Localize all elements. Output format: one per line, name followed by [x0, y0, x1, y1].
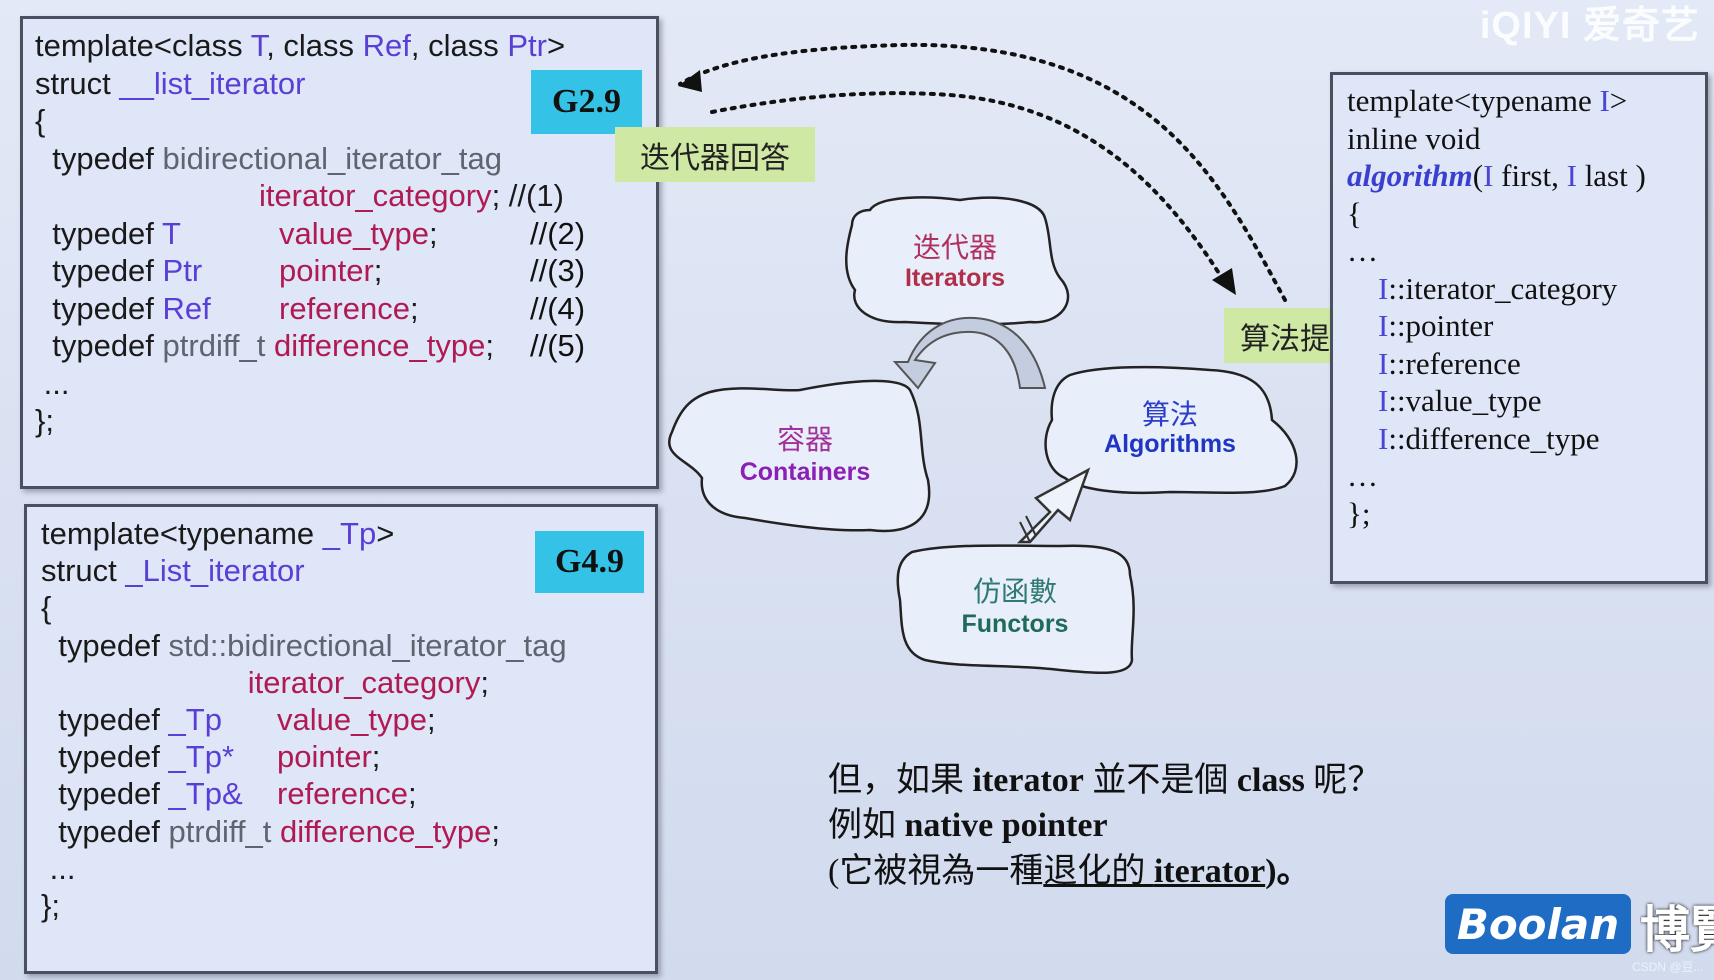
g29-comment: //(3): [530, 253, 586, 288]
g49-code-line: ...: [41, 850, 76, 886]
g49-code-line: };: [41, 888, 60, 923]
algorithm-code-line: template<typename I>: [1347, 83, 1628, 118]
g29-code-line: {: [35, 103, 46, 138]
containers-en-label: Containers: [739, 458, 871, 486]
g29-comment: //(2): [530, 215, 586, 251]
algorithm-code-line: I::pointer: [1347, 308, 1494, 343]
algorithm-code-line: algorithm(I first, I last ): [1347, 158, 1646, 193]
g49-code-line: typedef ptrdiff_t difference_type;: [41, 813, 501, 849]
algorithm-code-line: I::iterator_category: [1347, 270, 1618, 306]
g29-version-badge: G2.9: [531, 70, 642, 134]
curved-arrow-icon: [892, 316, 1047, 390]
g29-code-line: struct __list_iterator: [35, 65, 306, 101]
iterator-answer-tag: 迭代器回答: [615, 127, 815, 182]
g49-code-line: typedef _Tp: [41, 702, 222, 737]
algorithms-en-label: Algorithms: [1104, 430, 1236, 458]
g29-typedef-name: reference;: [279, 290, 419, 326]
algorithm-code-line: …: [1347, 458, 1378, 493]
csdn-footer: CSDN @豆...: [1632, 960, 1704, 974]
algorithm-code-line: {: [1347, 195, 1362, 231]
algorithm-code-line: };: [1347, 495, 1371, 531]
g49-typedef-name: reference;: [277, 776, 417, 812]
question-line-3: (它被視為一種退化的 iterator)。: [828, 853, 1311, 890]
answer-arrow-head: [678, 70, 702, 92]
g29-comment: //(5): [530, 328, 586, 363]
g29-code-line: typedef Ptr: [35, 253, 203, 288]
functors-en-label: Functors: [961, 610, 1069, 638]
g49-code-line: template<typename _Tp>: [41, 516, 395, 551]
algorithm-code-line: I::difference_type: [1347, 420, 1600, 456]
algorithm-code-line: inline void: [1347, 120, 1481, 156]
block-arrow-icon: [1016, 467, 1091, 544]
g49-typedef-name: pointer;: [277, 739, 381, 775]
g29-comment: //(4): [530, 290, 586, 326]
boolan-logo: Boolan: [1445, 894, 1631, 954]
g29-typedef-name: pointer;: [279, 253, 383, 288]
g49-code-line: typedef _Tp*: [41, 739, 235, 775]
question-line-1: 但，如果 iterator 並不是個 class 呢？: [828, 762, 1382, 799]
functors-cn-label: 仿函數: [972, 575, 1057, 608]
g49-code-line: typedef _Tp&: [41, 776, 243, 812]
g29-code-box: template<class T, class Ref, class Ptr>s…: [20, 16, 659, 489]
brand-side-text: 博覽: [1640, 900, 1714, 959]
ask-arrow-head: [1212, 268, 1236, 295]
g29-code-line: template<class T, class Ref, class Ptr>: [35, 28, 566, 63]
g29-code-line: };: [35, 403, 54, 438]
iterators-cn-label: 迭代器: [912, 231, 997, 264]
g29-code-line: typedef bidirectional_iterator_tag: [35, 140, 503, 176]
algorithm-code-line: …: [1347, 233, 1378, 268]
g49-code-line: typedef std::bidirectional_iterator_tag: [41, 627, 567, 663]
g49-code-line: {: [41, 590, 52, 626]
g29-code-line: typedef ptrdiff_t difference_type;: [35, 328, 495, 363]
iterators-en-label: Iterators: [904, 264, 1006, 292]
g29-code-line: ...: [35, 365, 70, 401]
g49-code-box: template<typename _Tp>struct _List_itera…: [24, 504, 658, 974]
g49-code-line: struct _List_iterator: [41, 553, 305, 589]
g29-typedef-name: value_type;: [279, 215, 438, 251]
g49-code-line: iterator_category;: [247, 664, 489, 700]
containers-cn-label: 容器: [776, 423, 833, 456]
algorithm-code-line: I::value_type: [1347, 383, 1542, 418]
g29-code-line: typedef Ref: [35, 290, 211, 326]
question-line-2: 例如 native pointer: [828, 807, 1108, 844]
iqiyi-watermark: iQIYI 爱奇艺: [1479, 5, 1700, 47]
g29-code-line: iterator_category; //(1): [258, 178, 564, 213]
g49-typedef-name: value_type;: [277, 702, 436, 737]
algorithm-code-line: I::reference: [1347, 345, 1521, 381]
algorithms-cn-label: 算法: [1141, 398, 1198, 431]
g49-version-badge: G4.9: [535, 531, 644, 593]
g29-code-line: typedef T: [35, 215, 181, 251]
